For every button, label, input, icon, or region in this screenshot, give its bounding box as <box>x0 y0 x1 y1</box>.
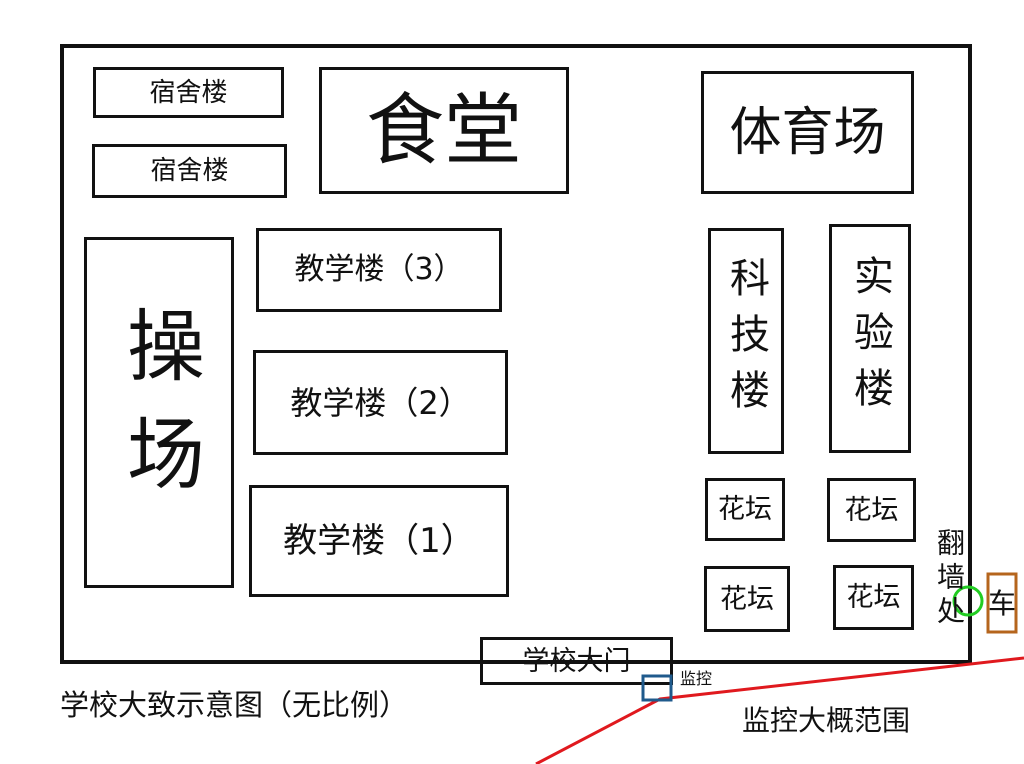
car-box <box>986 572 1018 634</box>
flowerbed-2-label: 花坛 <box>844 494 899 526</box>
teaching-building-2: 教学楼（2） <box>253 350 508 455</box>
flowerbed-2: 花坛 <box>827 478 916 542</box>
teaching-building-1: 教学楼（1） <box>249 485 509 597</box>
school-gate: 学校大门 <box>480 637 673 685</box>
tech-building-label: 科技楼 <box>723 257 769 425</box>
dormitory-2-label: 宿舍楼 <box>150 156 229 186</box>
playground: 操场 <box>84 237 234 588</box>
wall-climb-label: 翻墙处 <box>933 528 966 630</box>
canteen-label: 食堂 <box>365 85 522 176</box>
lab-building-label: 实验楼 <box>847 254 893 423</box>
flowerbed-1-label: 花坛 <box>718 494 772 525</box>
dormitory-1-label: 宿舍楼 <box>149 77 228 108</box>
camera-icon <box>641 674 673 702</box>
camera-range-label: 监控大概范围 <box>742 704 911 737</box>
wall-climb-circle <box>952 585 984 617</box>
flowerbed-3-label: 花坛 <box>720 583 774 615</box>
teaching-building-1-label: 教学楼（1） <box>283 521 475 561</box>
camera-label: 监控 <box>680 669 713 688</box>
stadium: 体育场 <box>701 71 914 194</box>
school-gate-label: 学校大门 <box>522 645 631 677</box>
dormitory-building-1: 宿舍楼 <box>93 67 284 118</box>
dormitory-building-2: 宿舍楼 <box>92 144 287 198</box>
lab-building: 实验楼 <box>829 224 911 453</box>
campus-boundary <box>60 44 972 664</box>
flowerbed-3: 花坛 <box>704 566 790 632</box>
tech-building: 科技楼 <box>708 228 784 454</box>
flowerbed-1: 花坛 <box>705 478 785 541</box>
flowerbed-4-label: 花坛 <box>846 582 901 613</box>
teaching-building-3-label: 教学楼（3） <box>294 252 464 287</box>
canteen-building: 食堂 <box>319 67 569 194</box>
car-label: 车 <box>988 587 1017 620</box>
teaching-building-3: 教学楼（3） <box>256 228 502 312</box>
flowerbed-4: 花坛 <box>833 565 914 630</box>
stadium-label: 体育场 <box>729 102 886 163</box>
playground-label: 操场 <box>114 304 204 521</box>
map-caption: 学校大致示意图（无比例） <box>60 688 409 722</box>
teaching-building-2-label: 教学楼（2） <box>290 383 471 422</box>
